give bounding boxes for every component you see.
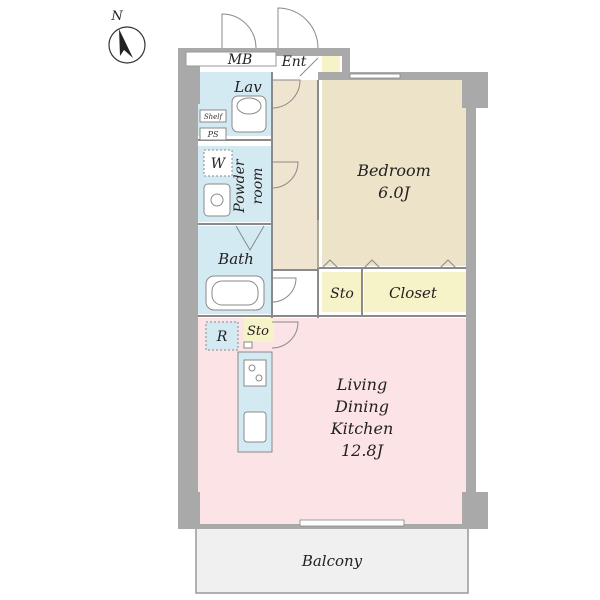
mb-label: MB (227, 52, 253, 68)
closet-label: Closet (389, 284, 438, 302)
compass-circle (108, 26, 146, 64)
fridge-space (205, 321, 239, 351)
wall-right (466, 72, 476, 524)
compass-north-label: N (110, 9, 123, 24)
ldk-label-kitchen: Kitchen (330, 419, 394, 438)
burner-icon (255, 374, 263, 382)
bedroom-room (322, 80, 466, 266)
mb-box (185, 51, 277, 67)
bedroom-label: Bedroom (356, 161, 431, 180)
burner-icon (248, 364, 256, 372)
ldk-label-living: Living (336, 375, 387, 394)
shelf-box (199, 109, 227, 123)
sink-icon (243, 411, 267, 443)
lav-label: Lav (233, 78, 262, 96)
ldk-window (299, 519, 405, 527)
shelf-label: Shelf (204, 113, 224, 121)
sto-kitchen-label: Sto (247, 324, 269, 339)
sto-bedroom-room (322, 272, 362, 312)
ldk-size: 12.8J (341, 441, 385, 460)
door-bath (235, 225, 265, 251)
balcony: Balcony (195, 527, 469, 594)
pillar-bottom-left (178, 492, 200, 528)
bath-label: Bath (217, 250, 254, 268)
ldk-label-dining: Dining (334, 397, 389, 416)
washer-label: W (211, 156, 227, 172)
fixtures (199, 95, 273, 453)
wall-bottom (178, 524, 488, 529)
door-ldk (271, 321, 299, 349)
compass: N (108, 9, 146, 64)
powder-room-label-group: Powder room (232, 158, 266, 214)
basin-drain-icon (210, 193, 224, 207)
bedroom-size: 6.0J (378, 183, 411, 202)
door-mb (221, 13, 257, 49)
wall-left (178, 48, 198, 524)
sto-door (321, 259, 339, 269)
door-powder (271, 161, 299, 189)
door-lav (271, 79, 301, 109)
balcony-area (195, 527, 469, 594)
balcony-label: Balcony (301, 552, 363, 570)
corridor-lower (272, 270, 318, 318)
bedroom-window (349, 73, 401, 79)
kitchen-vent-icon (243, 341, 253, 349)
interior-walls (198, 72, 466, 318)
toilet-bowl-icon (236, 97, 262, 115)
closet-room (364, 272, 466, 312)
bathtub-inner-icon (211, 280, 259, 306)
powder-room-label-2: room (250, 168, 266, 205)
sto-kitchen-room (244, 318, 274, 342)
ent-label: Ent (281, 54, 307, 70)
powder-room-label: Powder (232, 158, 248, 214)
ps-box (199, 127, 227, 141)
closet-doors (363, 259, 457, 269)
door-entrance (277, 7, 319, 49)
pillar-bottom-right (462, 492, 488, 528)
doors (221, 7, 457, 349)
entrance-step (299, 57, 319, 77)
stove-icon (243, 359, 267, 387)
washer-space (203, 149, 233, 177)
compass-arrow-icon (119, 29, 133, 58)
sto-bedroom-label: Sto (330, 286, 354, 302)
door-corridor (271, 277, 297, 303)
fridge-label: R (216, 329, 228, 345)
walls (178, 48, 488, 529)
wall-entrance-right (342, 48, 350, 80)
ps-label: PS (207, 130, 219, 139)
